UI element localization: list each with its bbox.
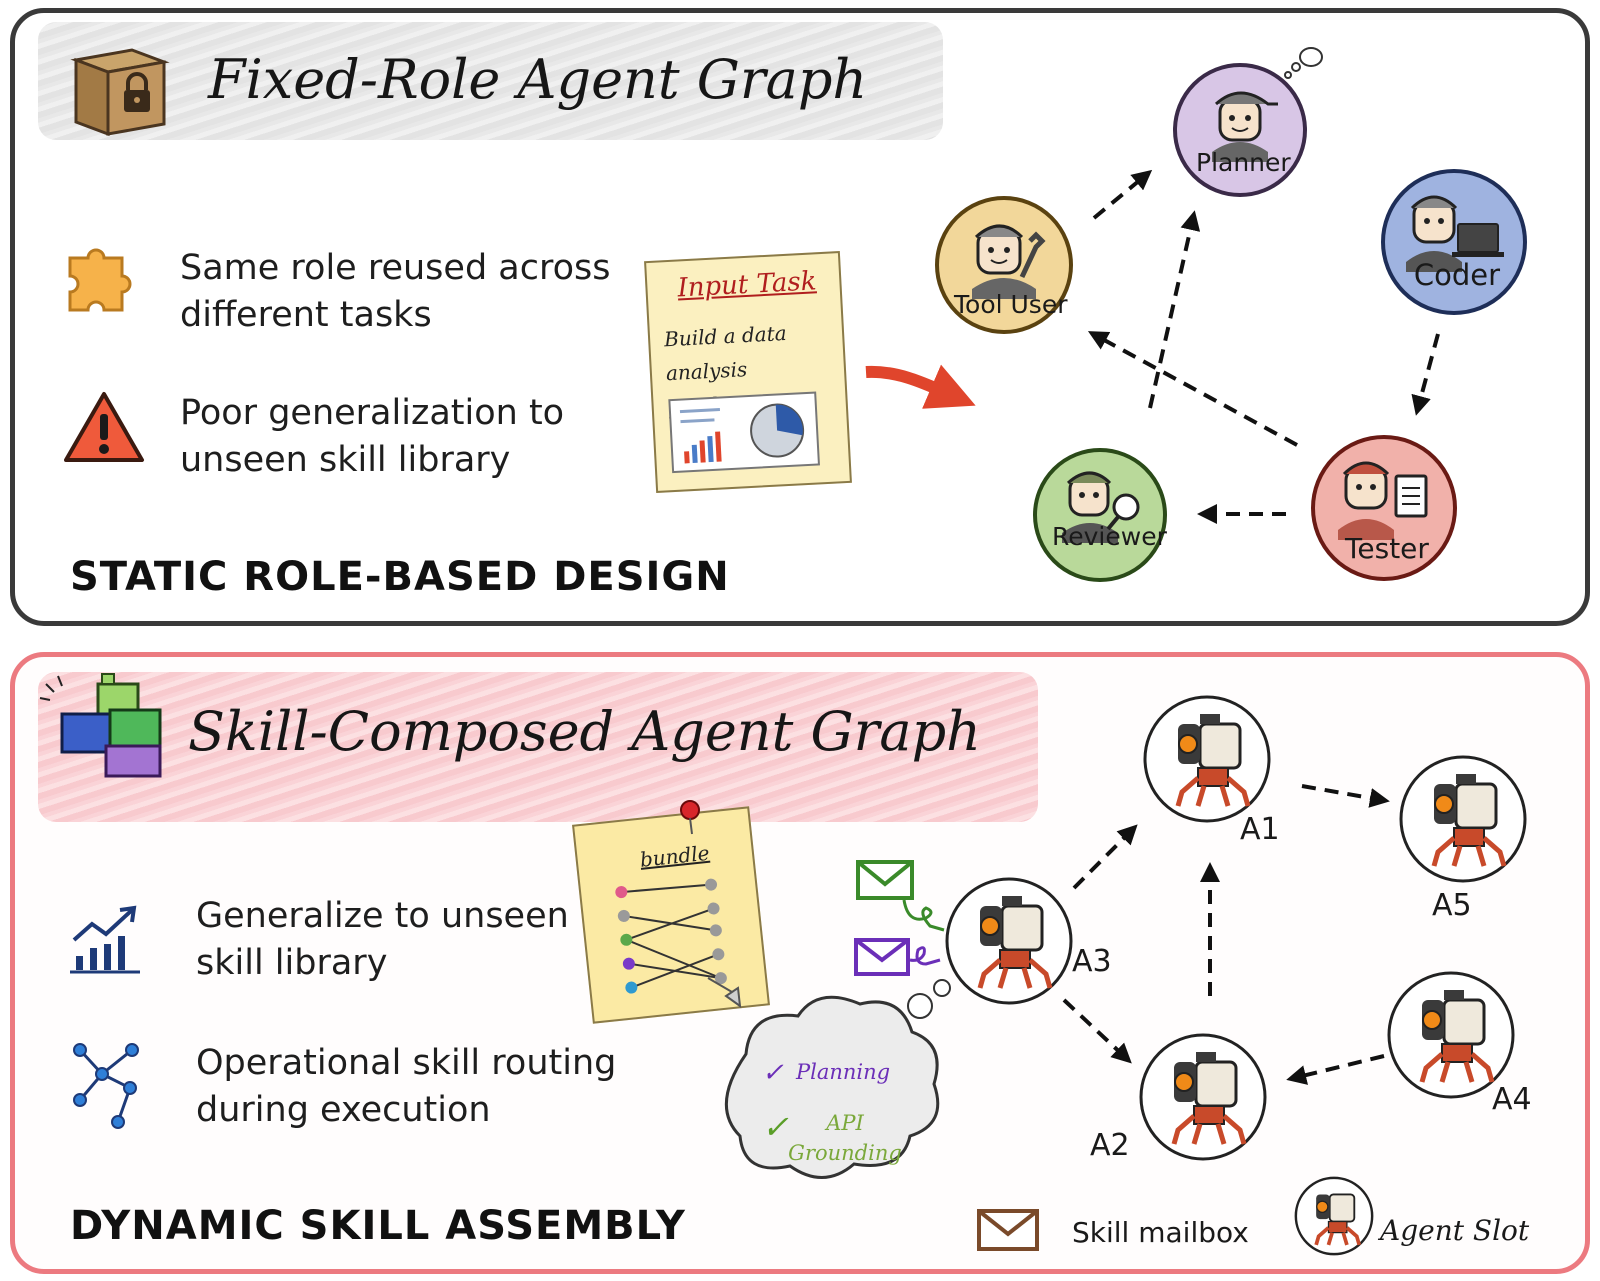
cloud-item-planning: Planning <box>796 1060 891 1084</box>
building-blocks-icon <box>39 673 162 778</box>
agent-a2-label: A2 <box>1090 1128 1130 1163</box>
coder-node <box>1381 169 1527 315</box>
agent-a5-label: A5 <box>1432 888 1472 923</box>
agent-a1-node <box>1143 695 1271 823</box>
edge-a1-a5 <box>1301 784 1390 808</box>
tester-label: Tester <box>1345 532 1429 565</box>
bullet-role-reuse: Same role reused across different tasks <box>180 248 611 335</box>
agent-a3-node <box>945 877 1073 1005</box>
puzzle-piece-icon <box>68 248 132 312</box>
thought-cloud <box>707 977 951 1179</box>
agent-a4-node <box>1387 971 1515 1099</box>
title-highlight <box>38 22 943 140</box>
tool-user-node <box>935 196 1073 334</box>
agent-a2-node <box>1139 1033 1267 1161</box>
fixed-role-title: Fixed-Role Agent Graph <box>208 48 868 111</box>
tester-node <box>1311 435 1457 581</box>
static-design-footer: STATIC ROLE-BASED DESIGN <box>70 554 730 600</box>
bullet-generalize: Generalize to unseen skill library <box>196 896 569 983</box>
thought-bubble-icon <box>1284 47 1323 79</box>
edge-coder-tester <box>1411 333 1440 416</box>
network-icon <box>73 1043 139 1129</box>
task-to-graph-arrow <box>865 364 976 409</box>
cloud-check-grounding: ✓ <box>762 1108 789 1146</box>
skill-bundle-note: bundle <box>572 806 770 1024</box>
warning-icon <box>64 392 144 462</box>
bullet-skill-routing: Operational skill routing during executi… <box>196 1043 617 1130</box>
cloud-check-planning: ✓ <box>762 1058 784 1088</box>
bundle-links <box>615 878 727 994</box>
cloud-item-grounding: API Grounding <box>788 1111 902 1165</box>
push-pin-icon <box>680 800 700 835</box>
edge-tooluser-planner <box>1092 169 1153 220</box>
reviewer-label: Reviewer <box>1052 522 1167 551</box>
input-task-note: Input Task Build a data analysis pipelin… <box>644 251 852 493</box>
bullet-poor-generalization: Poor generalization to unseen skill libr… <box>180 393 565 480</box>
planner-label: Planner <box>1196 148 1291 177</box>
reviewer-node <box>1033 448 1167 582</box>
dynamic-assembly-footer: DYNAMIC SKILL ASSEMBLY <box>70 1203 686 1249</box>
agent-a5-node <box>1399 755 1527 883</box>
green-mail-icon <box>856 860 945 932</box>
agent-a1-label: A1 <box>1240 812 1280 847</box>
legend-mailbox-icon <box>977 1209 1039 1251</box>
agent-a3-label: A3 <box>1072 944 1112 979</box>
legend-mailbox-label: Skill mailbox <box>1072 1216 1249 1249</box>
locked-box-icon <box>70 48 170 137</box>
planner-node <box>1173 63 1307 197</box>
edge-a3-a2 <box>1062 998 1132 1064</box>
edge-reviewer-planner <box>1148 210 1201 409</box>
edge-a4-a2 <box>1286 1054 1385 1085</box>
legend-agent-slot-icon <box>1294 1176 1374 1256</box>
purple-mail-icon <box>854 938 941 976</box>
legend-agent-slot-label: Agent Slot <box>1380 1214 1530 1247</box>
edge-tester-tooluser <box>1087 331 1298 447</box>
edge-a3-a1 <box>1072 824 1138 890</box>
coder-label: Coder <box>1413 258 1501 292</box>
growth-chart-icon <box>70 905 140 974</box>
skill-composed-title: Skill-Composed Agent Graph <box>188 700 981 763</box>
agent-a4-label: A4 <box>1492 1082 1532 1117</box>
chart-icon <box>668 391 820 474</box>
title-highlight <box>38 672 1038 822</box>
tool-user-label: Tool User <box>954 290 1068 319</box>
